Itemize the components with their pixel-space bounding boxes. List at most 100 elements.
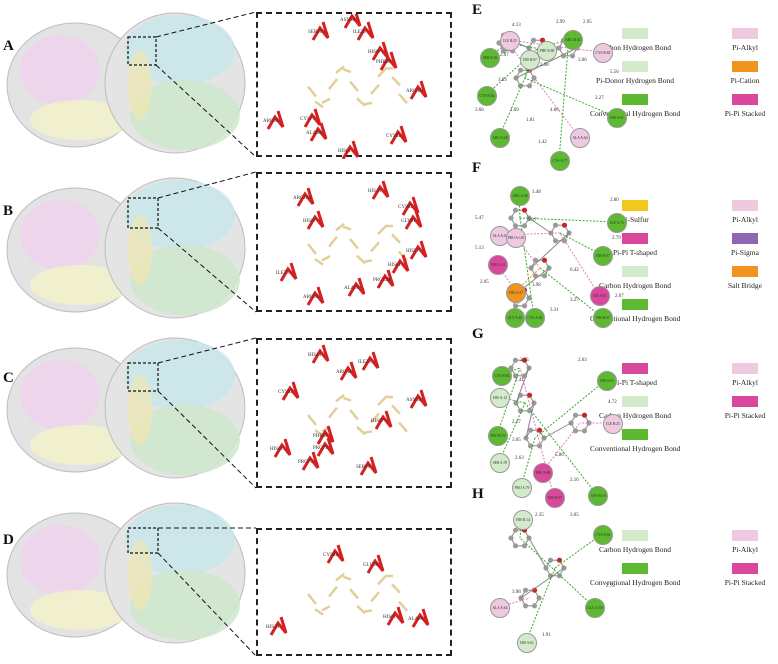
residue-node: HIS B:57 — [593, 308, 613, 328]
ligand-bond — [321, 605, 331, 612]
residue-sticks — [359, 456, 378, 476]
ligand-bond — [377, 67, 387, 78]
panel-label-e: E — [472, 2, 483, 18]
residue-node: ALA A:64 — [490, 226, 510, 246]
residue-node-label: PHE B:80 — [535, 471, 551, 475]
legend-swatch — [732, 200, 758, 211]
legend-label: Pi-Pi Stacked — [724, 411, 766, 420]
residue-node: HIS B:14 — [513, 510, 533, 530]
interaction-line — [498, 402, 526, 463]
residue-label: ALA64 — [408, 617, 424, 622]
residue-node-label: HIS A:61 — [600, 379, 614, 383]
residue-sticks — [366, 554, 385, 574]
legend-label: Conventional Hydrogen Bond — [590, 444, 681, 453]
residue-node-label: CYS B:82 — [595, 51, 611, 55]
residue-node-label: HIS A:61 — [610, 116, 624, 120]
ligand-bond — [398, 600, 408, 612]
ligand-bond — [342, 68, 352, 74]
residue-sticks — [266, 110, 285, 130]
ligand-bond — [328, 78, 338, 90]
legend-swatch — [732, 563, 758, 574]
atom — [526, 408, 533, 414]
distance-label: 3.31 — [550, 308, 559, 313]
ligand-bond — [328, 585, 338, 598]
residue-node: CYS B:82 — [477, 86, 497, 106]
interaction-line — [514, 267, 541, 293]
legend-swatch — [732, 94, 758, 105]
distance-label: 3.06 — [578, 58, 587, 63]
residue-node: CYS A:82 — [525, 308, 545, 328]
residue-node-label: ILE B:25 — [606, 422, 620, 426]
legend-swatch — [732, 363, 758, 374]
residue-node: PHE B:80 — [533, 463, 553, 483]
atom — [521, 223, 528, 229]
residue-node: HIS B:87 — [520, 50, 540, 70]
atom — [512, 543, 519, 549]
legend-swatch — [732, 28, 758, 39]
legend-item: Pi-Pi T-shaped — [590, 233, 680, 257]
atom — [541, 257, 548, 263]
atom — [552, 238, 559, 244]
legend-item: Pi-Sulfur — [590, 200, 680, 224]
legend-item: Conventional Hydrogen Bond — [590, 299, 680, 323]
residue-node: ALA A:64 — [570, 128, 590, 148]
residue-label: HIS61 — [388, 263, 402, 268]
ligand-bond — [335, 65, 345, 74]
legend-label: Pi-Donor Hydrogen Bond — [596, 76, 674, 85]
residue-label: ARG42 — [406, 89, 422, 94]
residue-label: CYS82 — [278, 390, 293, 395]
distance-label: 3.03 — [498, 78, 507, 83]
residue-label: HIS14 — [308, 353, 322, 358]
residue-node-label: ILE B:25 — [503, 39, 517, 43]
legend-label: Pi-Pi Stacked — [724, 109, 766, 118]
atom — [517, 67, 524, 73]
residue-sticks — [409, 389, 428, 409]
legend-swatch — [622, 363, 648, 374]
interaction-line — [534, 379, 607, 439]
ligand-bond — [335, 222, 345, 232]
legend-label: Conventional Hydrogen Bond — [590, 109, 681, 118]
distance-label: 5.56 — [610, 70, 619, 75]
panel-label-f: F — [472, 160, 482, 176]
residue-sticks — [301, 451, 320, 471]
residue-sticks — [273, 438, 292, 458]
interaction-line — [507, 42, 580, 138]
legend-swatch — [622, 28, 648, 39]
interaction-line — [519, 217, 535, 318]
distance-label: 2.16 — [570, 478, 579, 483]
ligand-bond — [307, 593, 317, 605]
distance-label: 2.99 — [556, 20, 565, 25]
legend-label: Pi-Alkyl — [732, 43, 758, 52]
distance-label: 2.80 — [610, 198, 619, 203]
atom — [530, 37, 537, 43]
atom — [521, 357, 528, 363]
residue-sticks — [361, 351, 380, 371]
distance-label: 5.13 — [475, 246, 484, 251]
distance-label: 3.05 — [512, 438, 521, 443]
legend-item: Pi-Alkyl — [700, 363, 778, 387]
atom — [512, 303, 519, 309]
atom — [531, 603, 538, 609]
legend-item: Carbon Hydrogen Bond — [590, 396, 680, 420]
legend-item: Pi-Pi Stacked — [700, 396, 778, 420]
distance-label: 2.05 — [480, 280, 489, 285]
residue-node-label: ILE A:75 — [610, 221, 624, 225]
atom — [581, 412, 588, 418]
residue-node-label: PRO A:120 — [507, 236, 525, 240]
atom — [572, 428, 579, 434]
atom — [561, 222, 568, 228]
atom — [521, 543, 528, 549]
residue-label: HIS57 — [406, 249, 420, 254]
ligand-bond — [328, 406, 338, 419]
ligand-bond — [321, 97, 331, 104]
residue-sticks — [389, 125, 408, 145]
distance-label: 2.79 — [612, 236, 621, 241]
residue-label: HIS14 — [266, 625, 280, 630]
panel-label-d: D — [3, 532, 14, 548]
residue-label: CYS82 — [323, 553, 338, 558]
legend-label: Pi-Alkyl — [732, 378, 758, 387]
residue-sticks — [347, 277, 366, 297]
ligand-bond — [307, 85, 317, 98]
atom — [552, 222, 559, 228]
